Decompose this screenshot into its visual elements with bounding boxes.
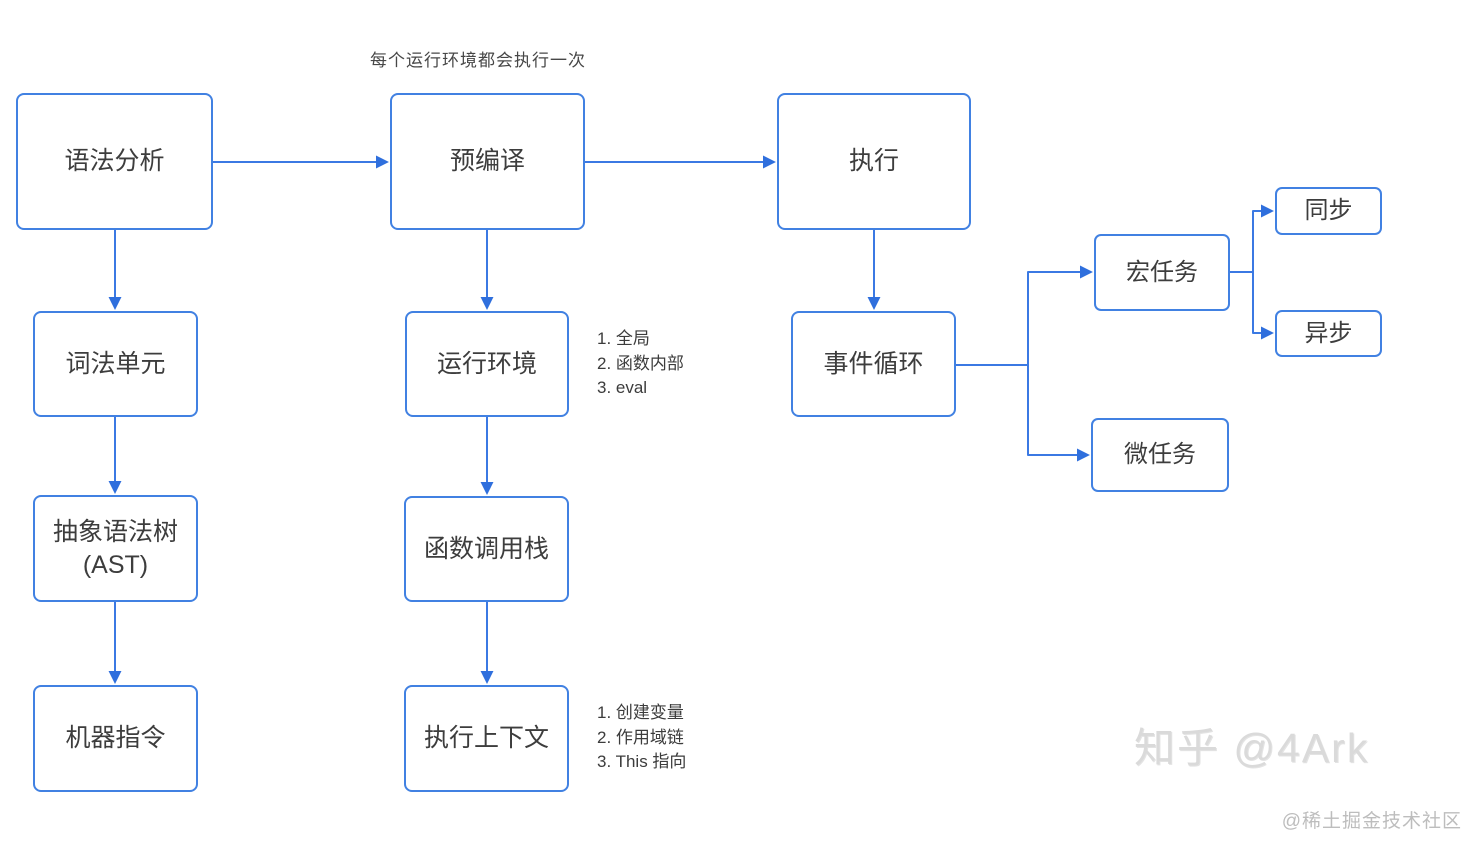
node-label: 语法分析: [64, 147, 165, 176]
node-asynchronous: 异步: [1275, 310, 1382, 357]
node-label: 预编译: [449, 147, 525, 176]
annotation-precompile-note: 每个运行环境都会执行一次: [370, 51, 586, 70]
node-machine-instructions: 机器指令: [33, 685, 198, 792]
node-label: 异步: [1304, 319, 1353, 347]
node-label: 微任务: [1124, 441, 1196, 469]
node-label: 机器指令: [65, 724, 166, 753]
node-abstract-syntax-tree: 抽象语法树 (AST): [33, 495, 198, 602]
node-label: 执行: [848, 147, 899, 176]
connector-eventloop-macrotask: [956, 265, 1093, 366]
annotation-line: 1. 全局: [597, 329, 650, 348]
annotation-line: 3. eval: [597, 378, 648, 397]
connector-eventloop-microtask: [1027, 365, 1090, 462]
node-execution-context: 执行上下文: [404, 685, 569, 792]
annotation-line: 2. 作用域链: [597, 727, 684, 747]
node-label: 运行环境: [436, 349, 537, 378]
node-event-loop: 事件循环: [791, 311, 956, 417]
node-macrotask: 宏任务: [1094, 234, 1230, 311]
node-label: 宏任务: [1126, 258, 1198, 286]
node-sublabel: (AST): [82, 550, 149, 579]
watermark-juejin: @稀土掘金技术社区: [1281, 811, 1462, 832]
annotation-line: 3. This 指向: [597, 752, 687, 771]
node-precompile: 预编译: [390, 93, 585, 230]
node-microtask: 微任务: [1091, 418, 1229, 492]
node-syntax-analysis: 语法分析: [16, 93, 213, 230]
node-label: 词法单元: [65, 349, 166, 378]
node-label: 同步: [1304, 197, 1353, 225]
node-lexical-token: 词法单元: [33, 311, 198, 417]
node-label: 函数调用栈: [423, 534, 549, 563]
annotation-line: 1. 创建变量: [597, 703, 684, 722]
node-runtime-environment: 运行环境: [405, 311, 569, 417]
annotation-context-list: 1. 创建变量 2. 作用域链 3. This 指向: [597, 701, 686, 775]
annotation-runtime-list: 1. 全局 2. 函数内部 3. eval: [597, 327, 684, 401]
node-label: 执行上下文: [423, 724, 549, 753]
connector-macrotask-sync: [1230, 204, 1274, 273]
node-label: 抽象语法树: [52, 518, 178, 546]
watermark-zhihu: 知乎 @4Ark: [1134, 725, 1370, 771]
node-execute: 执行: [777, 93, 971, 230]
node-call-stack: 函数调用栈: [404, 496, 569, 602]
annotation-line: 2. 函数内部: [597, 353, 684, 373]
connector-macrotask-async: [1252, 272, 1274, 340]
node-synchronous: 同步: [1275, 187, 1382, 235]
node-label: 事件循环: [823, 349, 924, 378]
